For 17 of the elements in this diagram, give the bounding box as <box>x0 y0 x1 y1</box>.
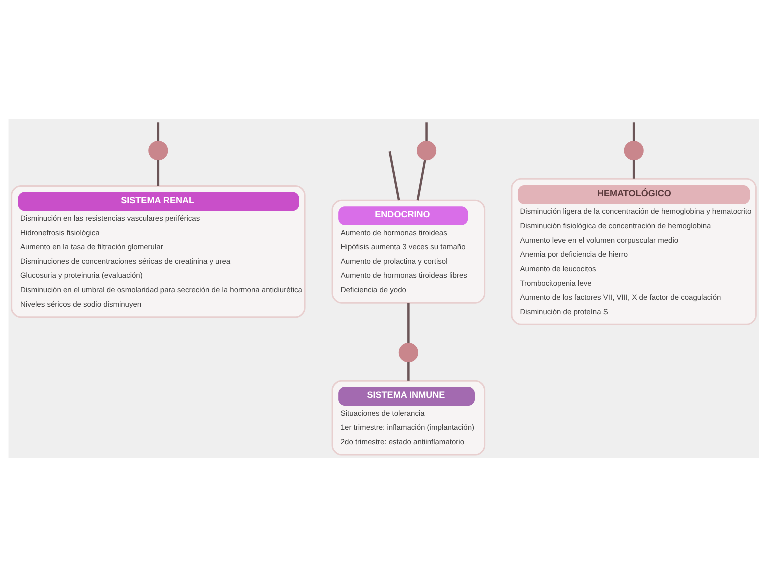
node-circle <box>416 140 437 160</box>
connector <box>388 150 400 200</box>
connector <box>632 122 636 141</box>
connector <box>157 160 160 186</box>
node-circle <box>148 140 168 160</box>
connector <box>408 302 410 343</box>
connector <box>416 160 426 200</box>
node-circle <box>398 342 418 362</box>
node-circle <box>624 140 644 160</box>
node-box: SISTEMA INMUNE Situaciones de tolerancia 1er trimestre: inflamación (implantación) 2do trimestre: estado antiinflamatorio <box>332 380 486 456</box>
connector <box>157 122 160 141</box>
connector <box>426 122 428 141</box>
node-box: SISTEMA RENAL Disminución en las resistencias vasculares periféricas Hidronefrosis fisiológica Aumento en la tasa de filtración glomerular Disminuciones de concentraciones séricas de creatinina y urea Glucosuria y proteinuria (evaluación) Disminución en el umbral de osmolaridad para secreción de la hormona antidiurética Niveles séricos de sodio disminuyen <box>11 185 306 318</box>
node-box: ENDOCRINO Aumento de hormonas tiroideas Hipófisis aumenta 3 veces su tamaño Aumento de prolactina y cortisol Aumento de hormonas tiroideas libres Deficiencia de yodo <box>332 199 486 304</box>
connector <box>632 160 636 178</box>
node-box: HEMATOLÓGICO Disminución ligera de la concentración de hemoglobina y hematocrito Disminución fisiológica de concentración de hemoglobina Aumento leve en el volumen corpuscular medio Anemia por deficiencia de hierro Aumento de leucocitos Trombocitopenia leve Aumento de los factores VII, VIII, X de factor de coagulación Disminución de proteína S <box>511 178 757 325</box>
connector <box>408 362 410 380</box>
